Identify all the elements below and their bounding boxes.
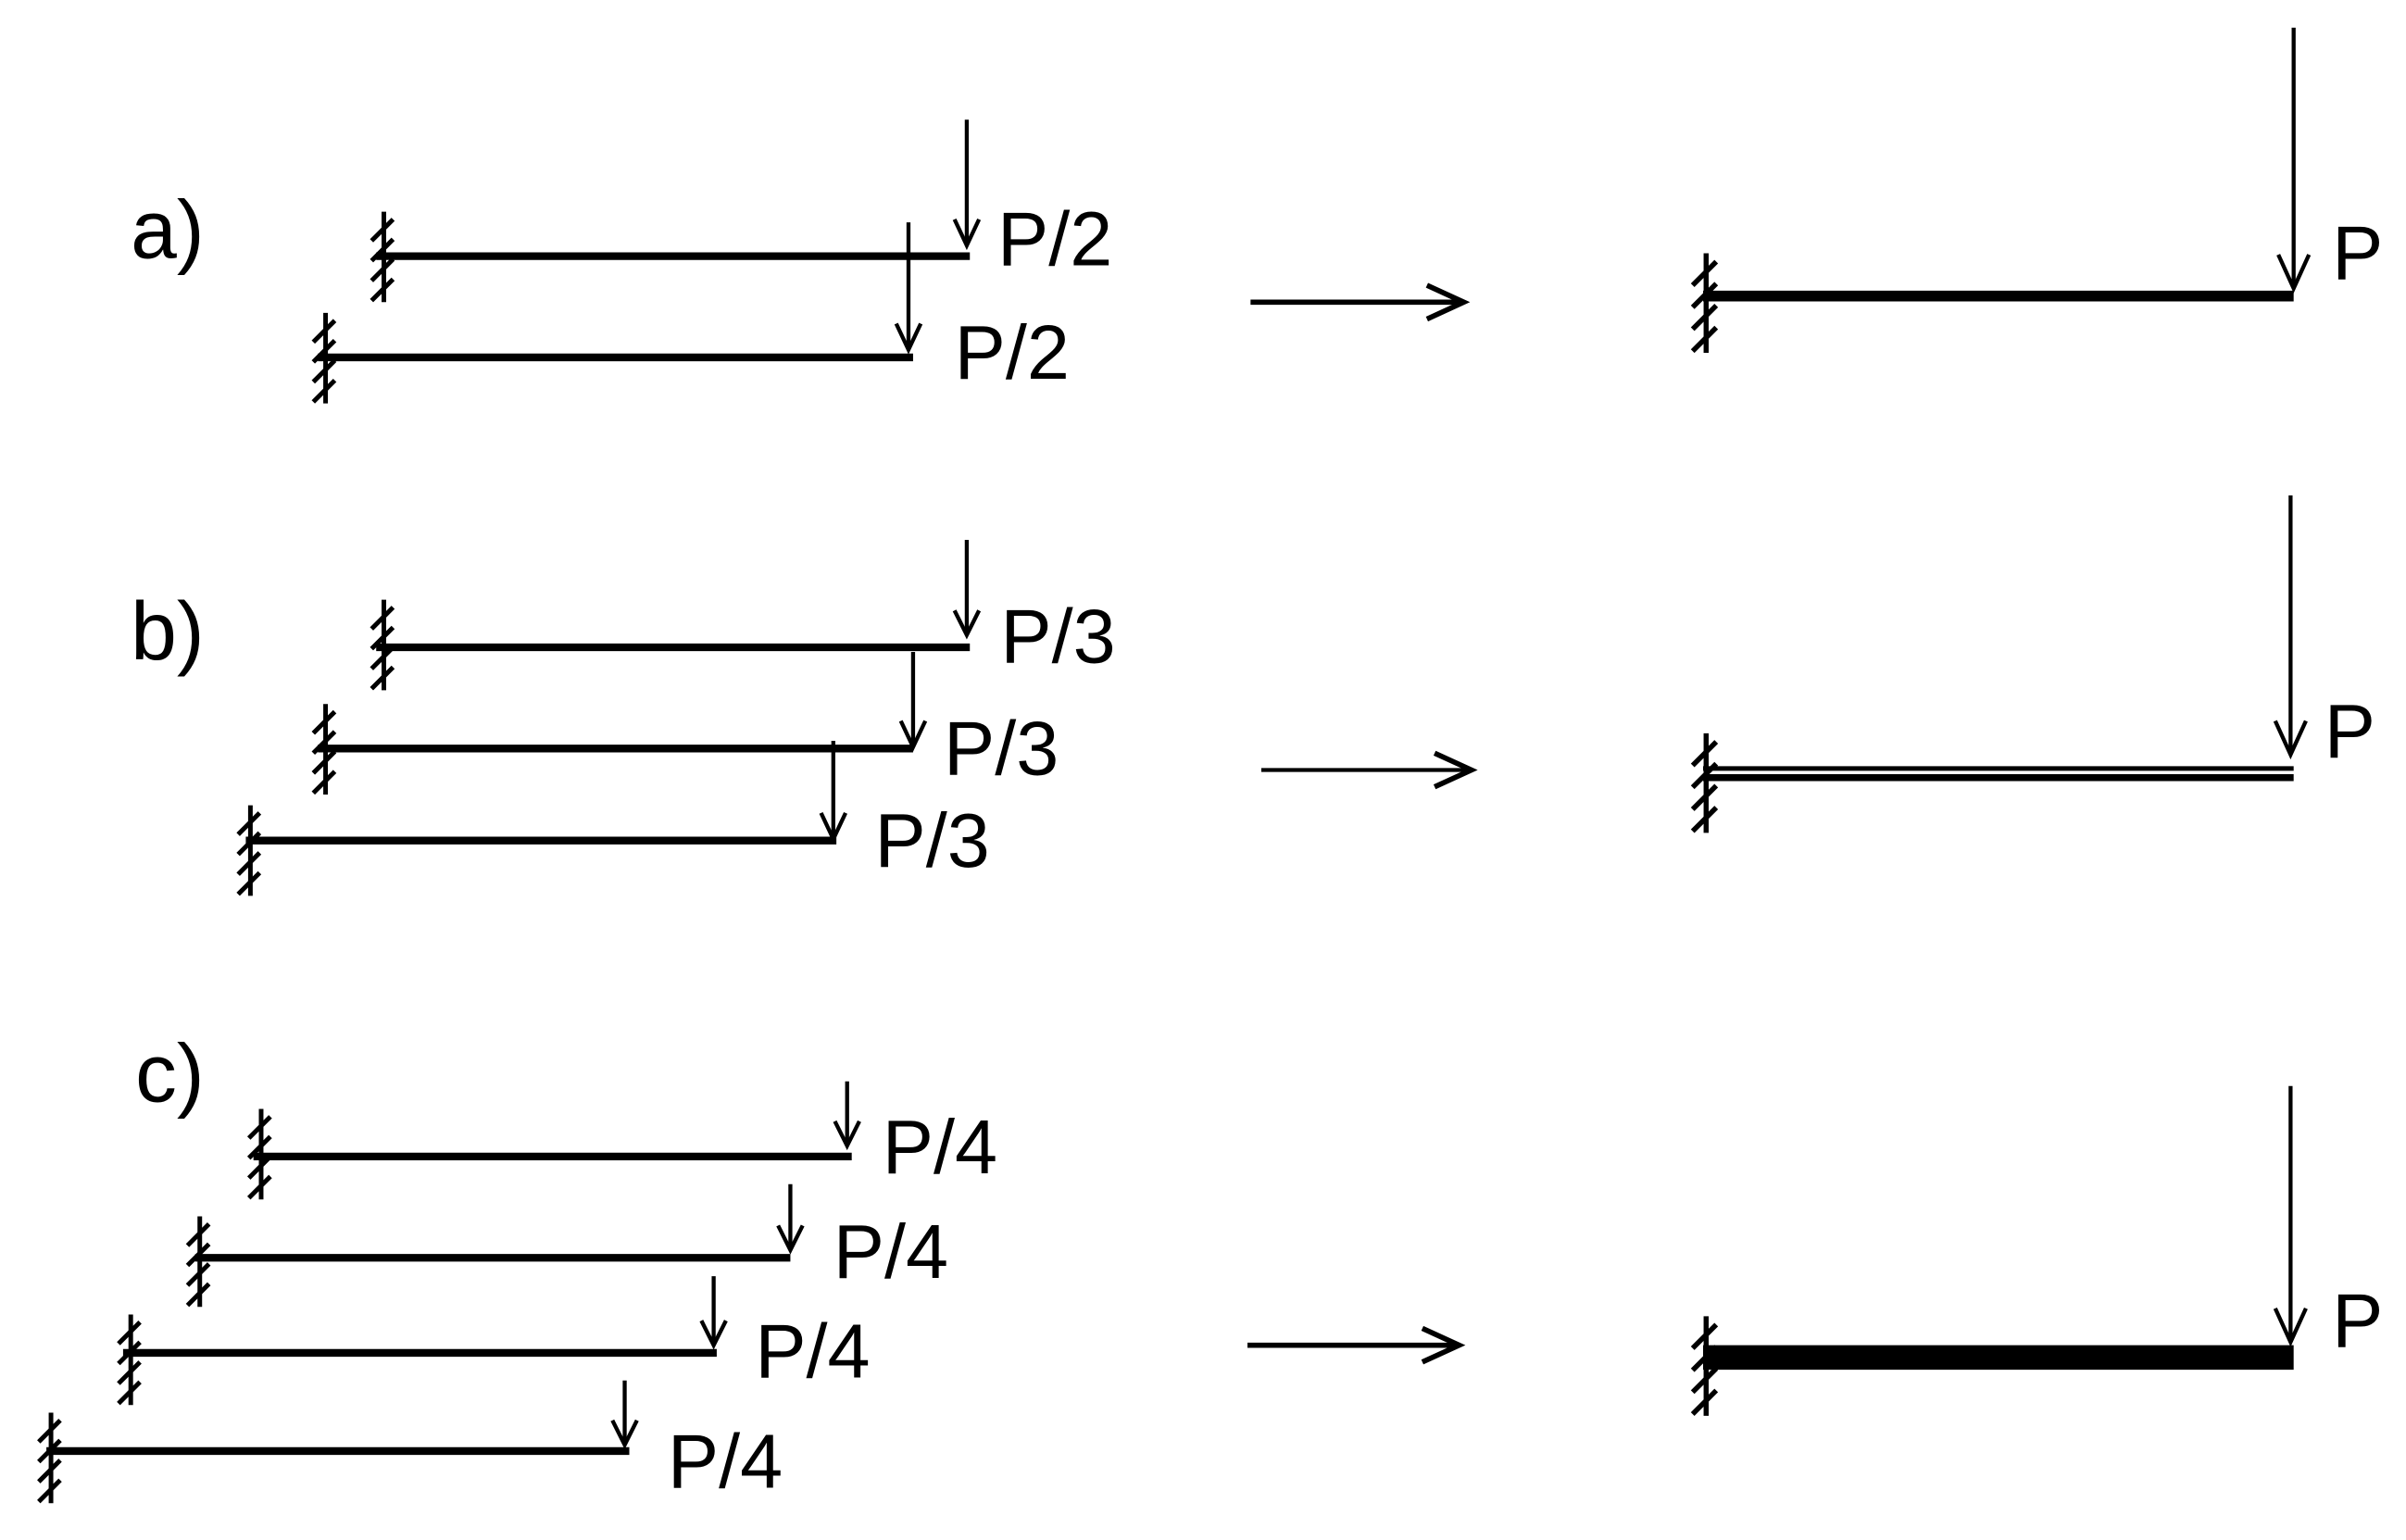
load-label: P/4 bbox=[755, 1308, 870, 1394]
load-arrow bbox=[2276, 27, 2312, 294]
cantilever-beam-2: P/2 bbox=[313, 222, 1070, 403]
load-arrow bbox=[2273, 495, 2308, 760]
load-label: P/3 bbox=[875, 797, 990, 883]
equivalent-beam: P bbox=[1693, 27, 2383, 353]
cantilever-beam-2: P/4 bbox=[187, 1183, 948, 1308]
equivalent-beam: P bbox=[1693, 1085, 2383, 1416]
load-label: P/3 bbox=[944, 705, 1059, 791]
fixed-support bbox=[39, 1413, 60, 1504]
panel-label: b) bbox=[131, 584, 205, 677]
panel-label: a) bbox=[131, 182, 205, 275]
fixed-support bbox=[1693, 253, 1717, 352]
load-label: P/3 bbox=[1000, 594, 1115, 680]
load-label: P/4 bbox=[833, 1208, 948, 1295]
load-arrow bbox=[894, 222, 923, 355]
cantilever-beam-2: P/3 bbox=[313, 651, 1059, 795]
load-label: P/4 bbox=[883, 1104, 997, 1190]
load-arrow bbox=[776, 1183, 805, 1255]
load-arrow bbox=[610, 1380, 639, 1450]
cantilever-beam-4: P/4 bbox=[39, 1380, 783, 1505]
panel-label: c) bbox=[135, 1026, 205, 1119]
cantilever-beam-1: P/4 bbox=[249, 1081, 997, 1200]
cantilever-beam-1: P/3 bbox=[371, 540, 1116, 690]
load-label: P bbox=[2332, 209, 2383, 295]
load-label: P/2 bbox=[955, 309, 1070, 395]
equivalence-arrow bbox=[1247, 1325, 1466, 1365]
load-label: P/4 bbox=[668, 1419, 783, 1505]
panel-a: a) P/2 P/2 bbox=[131, 27, 2383, 404]
load-arrow bbox=[898, 651, 928, 752]
load-arrow bbox=[833, 1081, 861, 1151]
load-arrow bbox=[699, 1276, 728, 1350]
load-arrow bbox=[952, 119, 982, 251]
cantilever-beam-1: P/2 bbox=[371, 119, 1112, 302]
load-label: P/2 bbox=[997, 196, 1112, 282]
equivalence-arrow bbox=[1260, 750, 1478, 790]
fixed-support bbox=[238, 806, 259, 896]
load-arrow bbox=[819, 741, 848, 845]
fixed-support bbox=[119, 1315, 140, 1406]
equivalence-arrow bbox=[1250, 282, 1471, 322]
load-arrow bbox=[952, 540, 982, 640]
load-arrow bbox=[2273, 1085, 2308, 1347]
cantilever-beam-3: P/3 bbox=[238, 741, 990, 895]
load-label: P bbox=[2332, 1277, 2383, 1363]
equivalent-beam: P bbox=[1693, 495, 2375, 833]
fixed-support bbox=[1693, 733, 1717, 833]
panel-b: b) P/3 P/3 P/3 bbox=[131, 495, 2375, 895]
panel-c: c) P/4 P/4 P/4 bbox=[39, 1026, 2383, 1505]
load-label: P bbox=[2325, 688, 2375, 774]
cantilever-beam-3: P/4 bbox=[119, 1276, 871, 1405]
